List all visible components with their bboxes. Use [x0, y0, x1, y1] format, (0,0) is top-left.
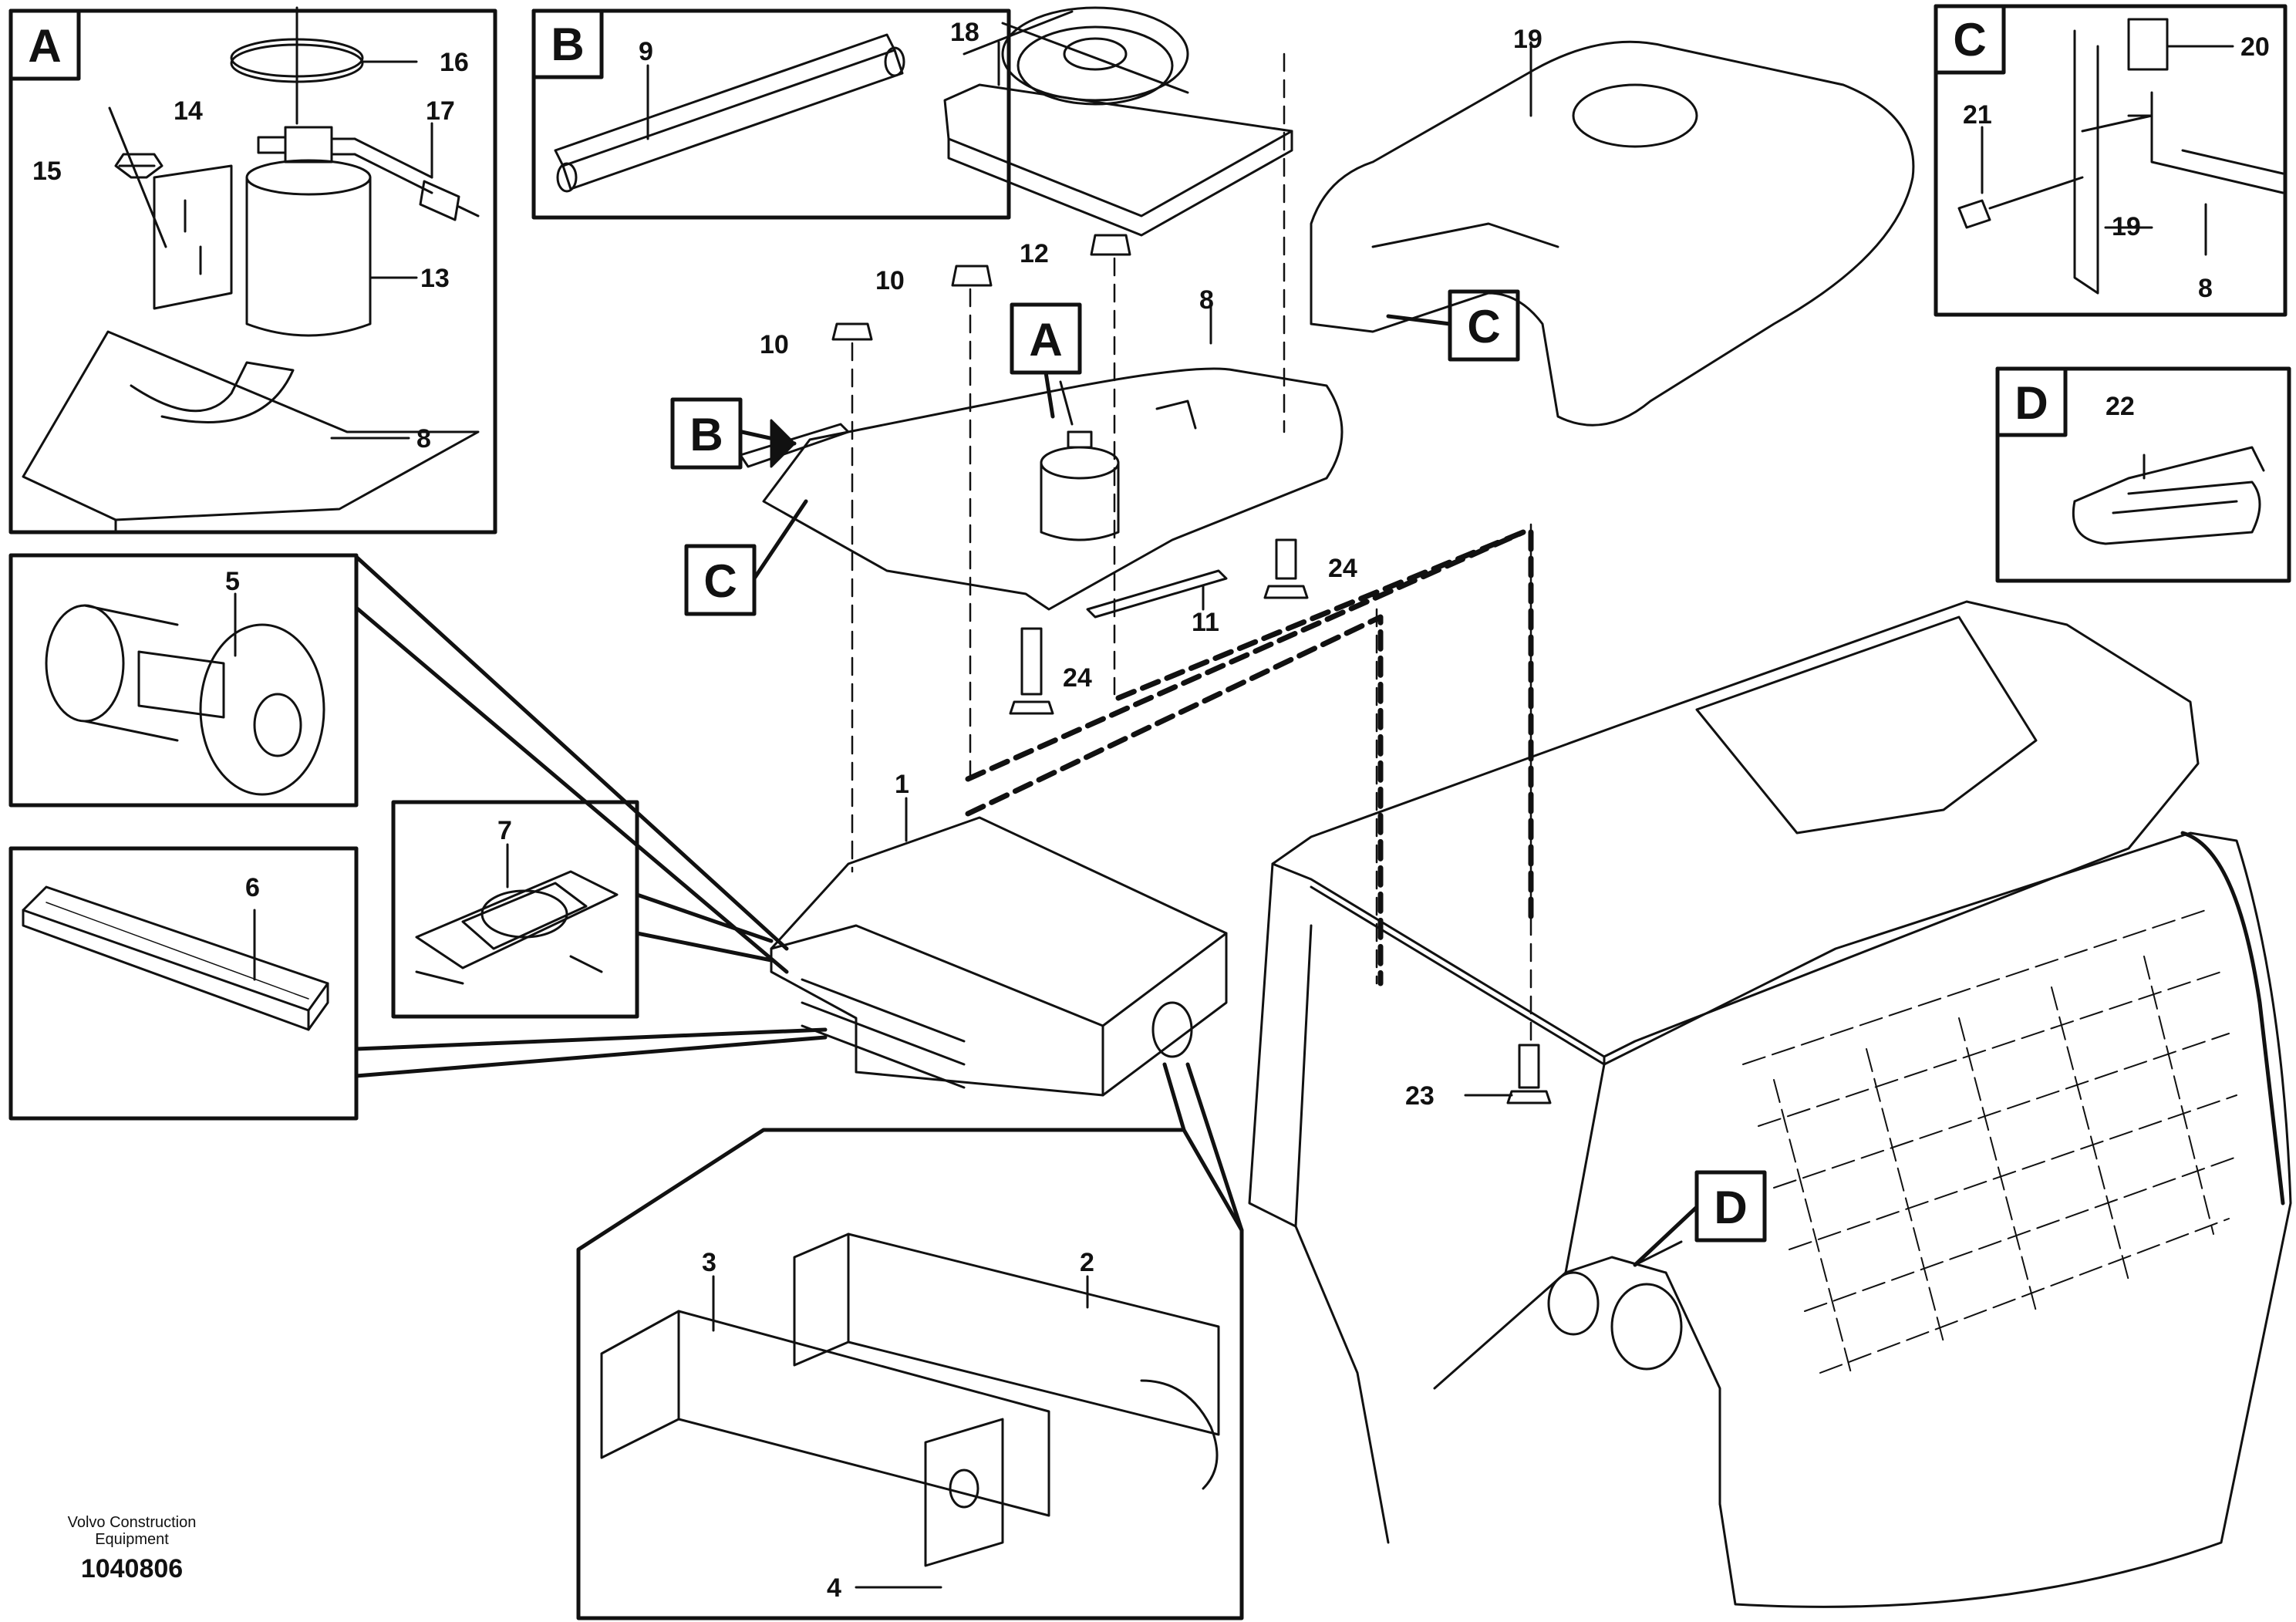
callouts: 16 14 17 15 13 8 9 18 19 20 21 19 8 22 1… — [32, 18, 2270, 1603]
condenser-fan-icon — [943, 6, 1293, 237]
callout-6: 6 — [245, 873, 260, 902]
callout-9: 9 — [639, 37, 653, 66]
receiver-drier-icon — [245, 126, 433, 337]
receiver-drier-small-icon — [1040, 430, 1120, 541]
sensor-detail-panel — [391, 800, 639, 1019]
callout-14: 14 — [174, 96, 203, 126]
bolt-icon — [1957, 176, 2084, 229]
main-letter-b: B — [689, 409, 723, 460]
pressure-switch-icon — [419, 180, 460, 221]
main-letter-c-cover: C — [1467, 301, 1500, 352]
blower-motor-icon — [45, 604, 325, 796]
detail-letter-c: C — [1953, 14, 1986, 66]
seal-strip-icon — [554, 33, 905, 193]
seal-strip-b-icon — [739, 423, 850, 468]
cabin-cover-icon — [1310, 40, 1915, 427]
callout-22: 22 — [2106, 392, 2135, 421]
brand-line-2: Equipment — [95, 1531, 169, 1548]
callout-11: 11 — [1192, 608, 1219, 637]
publisher-footer: Volvo Construction Equipment 1040806 — [43, 1514, 221, 1584]
detail-a-panel — [8, 6, 497, 534]
callout-8c: 8 — [2198, 274, 2213, 303]
thermostat-sensor-icon — [415, 870, 619, 985]
callout-3: 3 — [702, 1248, 716, 1277]
nut-icon — [114, 153, 164, 179]
main-letter-d: D — [1714, 1182, 1747, 1233]
air-filter-icon — [22, 885, 329, 1031]
callout-8: 8 — [1199, 285, 1214, 315]
document-number: 1040806 — [80, 1554, 184, 1583]
detail-letters: A B C D B C A C D — [28, 14, 2048, 1233]
bolt-24-icon — [1263, 538, 1309, 599]
heater-core-icon — [600, 1233, 1220, 1567]
detail-letter-a: A — [28, 20, 61, 72]
callout-10a: 10 — [875, 266, 905, 295]
main-letter-c: C — [703, 555, 737, 607]
callout-12: 12 — [1020, 239, 1049, 268]
evaporator-unit-icon — [770, 816, 1228, 1097]
brand-line-1: Volvo Construction — [67, 1514, 197, 1531]
bolt-24b-icon — [1009, 627, 1054, 715]
callout-24a: 24 — [1328, 554, 1357, 583]
blower-detail-panel — [8, 553, 359, 808]
callout-8a: 8 — [416, 424, 431, 454]
callout-7: 7 — [497, 816, 512, 845]
callout-19: 19 — [1513, 25, 1542, 54]
detail-letter-b: B — [551, 19, 584, 70]
callout-24b: 24 — [1063, 663, 1092, 693]
filter-detail-panel — [8, 846, 359, 1121]
callout-4: 4 — [827, 1573, 841, 1603]
seal-strip-11-icon — [1086, 569, 1228, 619]
callout-18: 18 — [950, 18, 979, 47]
bracket-icon — [153, 164, 233, 310]
cab-frame-icon — [1248, 600, 2292, 1608]
clip-nut-icon — [2127, 18, 2169, 71]
bolt-23-icon — [1506, 1044, 1552, 1104]
detail-d-panel — [1995, 366, 2291, 583]
callout-13: 13 — [420, 264, 450, 293]
callout-1: 1 — [895, 770, 909, 799]
callout-15: 15 — [32, 157, 62, 186]
main-letter-a: A — [1029, 314, 1062, 366]
callout-2: 2 — [1080, 1248, 1094, 1277]
detail-b-panel — [531, 8, 1011, 220]
arrow-icon — [770, 419, 796, 468]
callout-16: 16 — [440, 48, 469, 77]
callout-17: 17 — [426, 96, 455, 126]
detail-letter-d: D — [2014, 377, 2048, 429]
mounting-bracket-icon — [2081, 91, 2284, 194]
mounting-plate-icon — [762, 367, 1344, 611]
stud-nut-icon — [831, 234, 1131, 341]
callout-19c: 19 — [2112, 212, 2141, 241]
callout-20: 20 — [2240, 32, 2270, 62]
heater-core-detail-panel — [576, 1128, 1244, 1620]
callout-5: 5 — [225, 567, 240, 596]
callout-21: 21 — [1963, 100, 1992, 130]
callout-23: 23 — [1405, 1081, 1435, 1111]
cover-edge-icon — [2073, 29, 2099, 295]
callout-10b: 10 — [760, 330, 789, 359]
edge-clip-icon — [2072, 446, 2265, 545]
detail-c-panel — [1934, 4, 2288, 317]
